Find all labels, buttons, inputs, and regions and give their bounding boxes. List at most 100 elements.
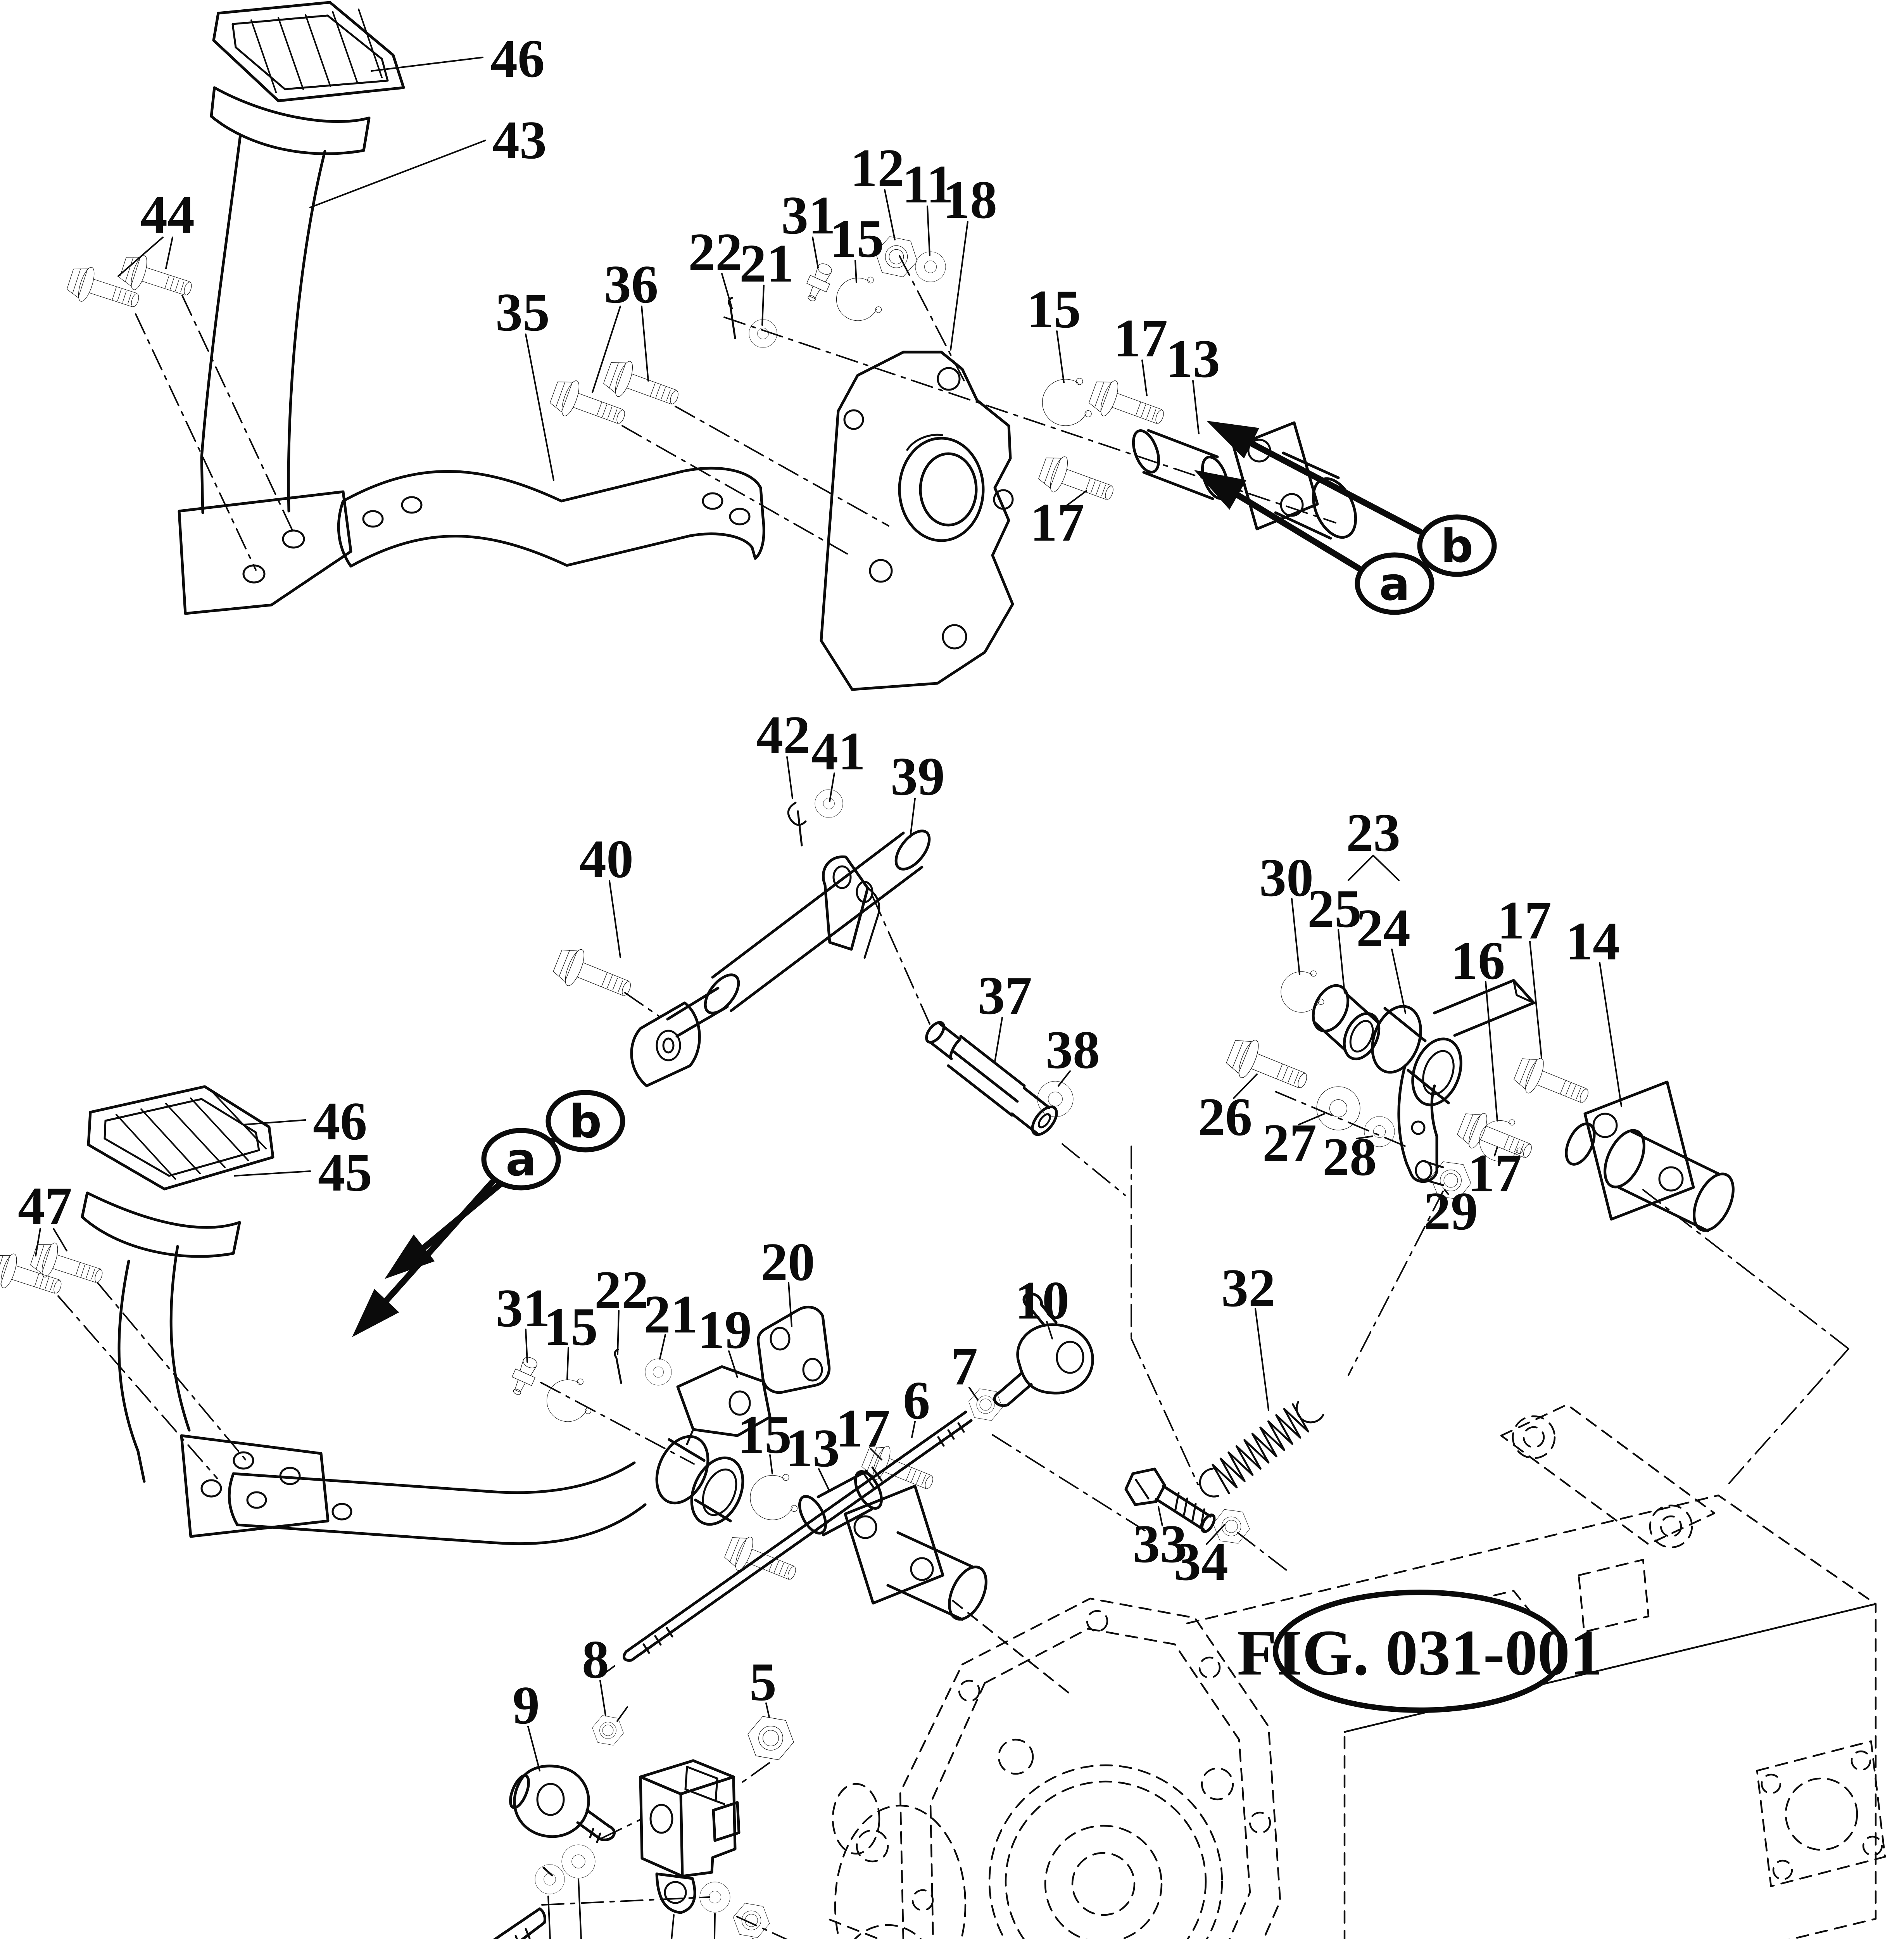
callout-17-33: 17	[1467, 1143, 1522, 1203]
hair-pin-42	[787, 802, 807, 847]
leader-line-46-37	[243, 1119, 306, 1125]
leader-line-22-43	[617, 1310, 620, 1355]
bolt-17a	[1086, 374, 1169, 436]
leader-line-14-28	[1599, 962, 1622, 1107]
callout-45-38: 45	[318, 1142, 372, 1203]
grease-fitting-31b	[506, 1353, 542, 1399]
callout-15-42: 15	[544, 1297, 598, 1357]
callout-39-18: 39	[891, 747, 945, 807]
callout-20-40: 20	[761, 1232, 815, 1292]
leader-line-23-22	[1348, 855, 1374, 881]
leader-line-34-36	[1206, 1524, 1225, 1545]
pedal-strap-35	[337, 467, 765, 568]
washer-4	[561, 1844, 596, 1879]
ball-joint-9	[509, 1764, 616, 1843]
washer-11	[915, 251, 946, 282]
leader-line-46-0	[371, 57, 483, 72]
leader-line-12-9	[884, 189, 896, 240]
leader-line-1-58	[671, 1914, 675, 1939]
callout-26-29: 26	[1198, 1087, 1252, 1147]
callout-21-44: 21	[644, 1284, 698, 1345]
leader-line-38-21	[1058, 1070, 1071, 1087]
bushing-25	[1312, 984, 1381, 1061]
ball-joint-10	[993, 1292, 1094, 1407]
bolt-17e	[722, 1530, 802, 1591]
leader-line-7-51	[968, 1387, 979, 1401]
snap-ring-15b	[1037, 374, 1093, 431]
callout-24-25: 24	[1356, 898, 1410, 958]
leader-line-37-20	[994, 1017, 1003, 1063]
leader-line-9-52	[527, 1726, 540, 1771]
callout-22-43: 22	[594, 1260, 649, 1320]
callout-36-4: 36	[604, 254, 658, 315]
leader-line-44-2	[117, 237, 164, 277]
pedal-support-45	[81, 1191, 241, 1258]
callout-46-37: 46	[313, 1091, 367, 1151]
leader-line-36-4	[641, 306, 649, 382]
callout-44-2: 44	[140, 185, 195, 245]
callout-46-0: 46	[490, 29, 545, 89]
callout-35-3: 35	[495, 282, 550, 342]
leader-line-11-59	[713, 1913, 716, 1939]
callout-32-34: 32	[1221, 1258, 1276, 1318]
leader-line-8-53	[599, 1680, 606, 1716]
leader-line-11-10	[927, 206, 930, 256]
view-arrow-head-b-2	[385, 1234, 435, 1279]
bushing-13b	[798, 1470, 883, 1536]
top-pedal-assembly	[64, 1, 1357, 691]
link-plate-20	[757, 1305, 831, 1394]
leader-line-29-32	[1444, 1189, 1449, 1195]
callout-8-53: 8	[582, 1630, 609, 1690]
callout-43-1: 43	[492, 110, 547, 170]
leader-line-47-39	[53, 1228, 67, 1251]
leader-line-36-4	[592, 306, 621, 393]
leader-line-43-1	[309, 140, 486, 208]
leader-line-32-34	[1255, 1308, 1269, 1411]
view-marker-circle-b-2	[545, 1090, 625, 1153]
callout-17-13: 17	[1113, 308, 1168, 368]
leader-line-26-29	[1233, 1073, 1258, 1099]
callout-18-11: 18	[943, 170, 997, 230]
leader-line-35-3	[525, 334, 554, 481]
trunnion-assembly	[493, 1706, 798, 1939]
pivot-pin-14	[1565, 1080, 1735, 1232]
lever-24	[1371, 979, 1535, 1186]
view-marker-circle-b-0	[1417, 514, 1497, 577]
pedal-hub-19	[655, 1365, 772, 1526]
callout-14-28: 14	[1566, 911, 1620, 971]
figure-ref-text: FIG. 031-001	[1237, 1617, 1603, 1689]
callout-5-54: 5	[749, 1652, 777, 1712]
leader-line-10-50	[1046, 1321, 1053, 1339]
callout-15-8: 15	[830, 209, 884, 269]
washer-27	[1316, 1086, 1360, 1130]
leader-line-28-31	[1356, 1135, 1373, 1139]
leader-line-30-23	[1291, 898, 1300, 975]
leader-line-40-19	[609, 880, 621, 958]
pedal-pad-bottom	[87, 1085, 274, 1191]
callout-17-27: 17	[1497, 890, 1552, 950]
leader-line-42-16	[786, 756, 793, 799]
bolt-33	[1124, 1467, 1216, 1533]
callout-15-47: 15	[737, 1405, 792, 1465]
callout-16-26: 16	[1451, 931, 1505, 991]
leader-line-19-45	[728, 1350, 738, 1378]
leader-line-3-56	[547, 1896, 551, 1939]
snap-ring-15c	[542, 1375, 593, 1427]
leader-line-47-39	[35, 1228, 41, 1256]
pedal-bar-lower	[228, 1461, 647, 1545]
callout-17-15: 17	[1030, 493, 1084, 553]
nut-12b	[730, 1901, 773, 1939]
leader-line-23-22	[1372, 855, 1400, 881]
cotter-pin-22	[728, 297, 736, 339]
callout-41-17: 41	[811, 721, 865, 781]
leader-line-33-35	[1158, 1506, 1163, 1526]
callout-9-52: 9	[513, 1675, 540, 1735]
leader-line-45-38	[234, 1170, 311, 1177]
callout-13-14: 13	[1166, 329, 1220, 389]
bolt-36-pair	[547, 355, 889, 555]
leader-line-13-14	[1192, 380, 1200, 434]
leader-line-31-7	[812, 237, 819, 268]
leader-line-18-11	[950, 221, 968, 351]
